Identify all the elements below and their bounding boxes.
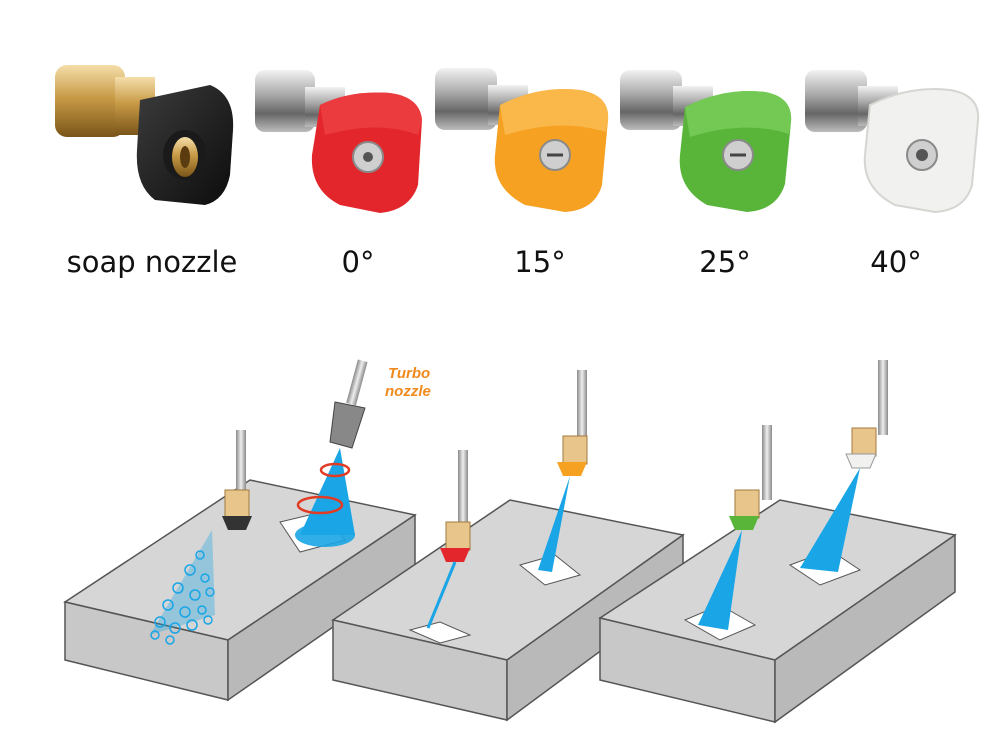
red-coupler bbox=[445, 521, 471, 551]
green-nozzle-icon bbox=[620, 70, 792, 212]
forty-degree-label: 40° bbox=[870, 245, 922, 279]
yellow-wand bbox=[577, 370, 587, 445]
soap-nozzle-icon bbox=[55, 65, 234, 205]
yellow-coupler bbox=[562, 435, 588, 465]
soap-coupler bbox=[224, 489, 250, 519]
turbo-label-line2: nozzle bbox=[385, 383, 431, 400]
zero-degree-label: 0° bbox=[341, 245, 375, 279]
rotation-arrows bbox=[296, 462, 351, 515]
red-wand bbox=[458, 450, 468, 530]
fifteen-degree-spray bbox=[538, 476, 570, 572]
white-wand bbox=[878, 360, 888, 435]
nozzle-row: soap nozzle 0° 15° 25° 40° bbox=[0, 0, 1000, 300]
turbo-spray bbox=[300, 448, 355, 535]
turbo-label-line1: Turbo bbox=[388, 365, 430, 382]
white-nozzle-icon bbox=[805, 70, 980, 214]
white-tip bbox=[845, 453, 877, 469]
turbo-nozzle-body bbox=[329, 401, 366, 449]
forty-degree-spray bbox=[800, 468, 860, 572]
red-tip bbox=[440, 548, 470, 562]
soap-wand bbox=[236, 430, 246, 498]
soap-tip bbox=[222, 516, 252, 530]
yellow-nozzle-icon bbox=[435, 68, 609, 212]
zero-degree-spray bbox=[426, 561, 457, 629]
soap-spray bbox=[150, 530, 215, 645]
red-nozzle-icon bbox=[255, 70, 422, 213]
twentyfive-degree-spray bbox=[698, 530, 742, 630]
block-0-15 bbox=[331, 499, 685, 722]
green-tip bbox=[729, 516, 759, 530]
fifteen-degree-label: 15° bbox=[514, 245, 566, 279]
white-coupler bbox=[851, 427, 877, 457]
turbo-wand bbox=[346, 359, 368, 406]
spray-pattern-illustration: Turbo nozzle bbox=[63, 359, 957, 724]
green-coupler bbox=[734, 489, 760, 519]
twentyfive-degree-label: 25° bbox=[699, 245, 751, 279]
soap-nozzle-label: soap nozzle bbox=[66, 245, 238, 279]
green-wand bbox=[762, 425, 772, 500]
yellow-tip bbox=[557, 462, 587, 476]
